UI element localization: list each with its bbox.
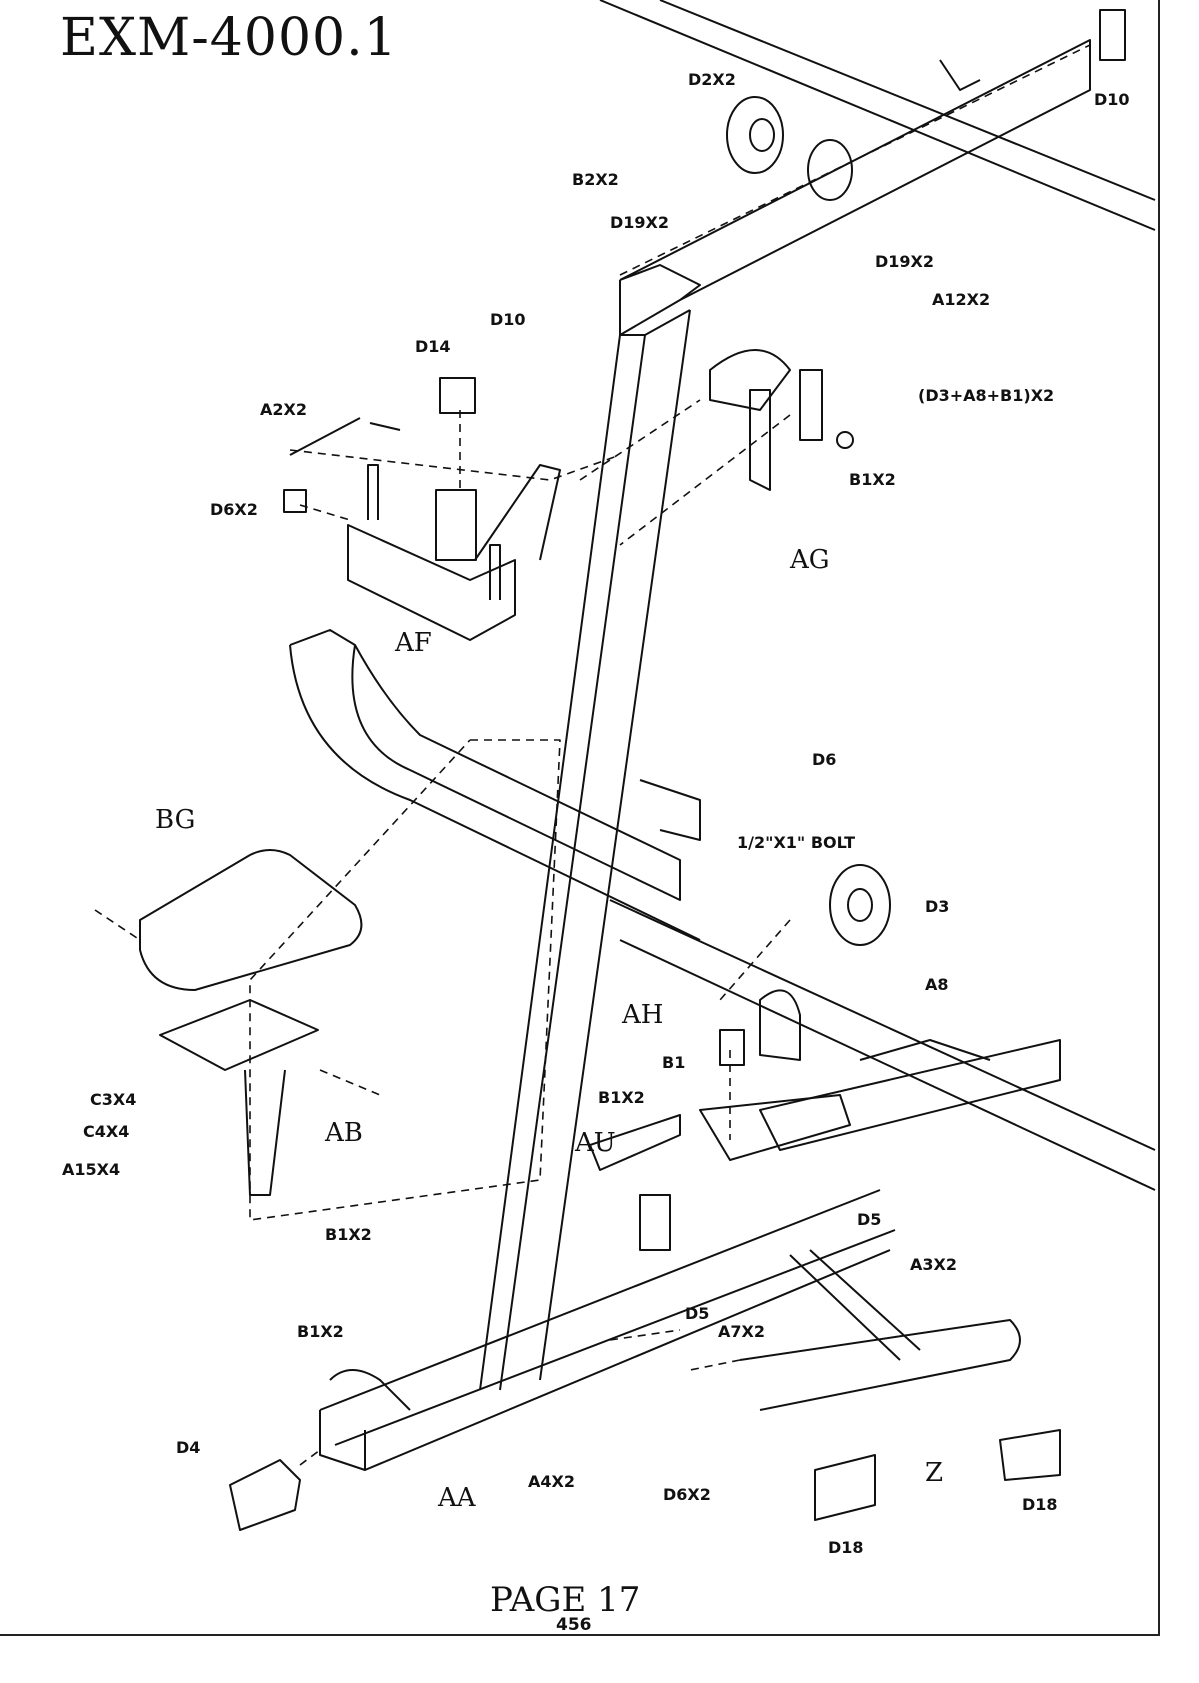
label-ag: AG (790, 545, 830, 575)
base-rail (320, 900, 1155, 1470)
label-d6: D6 (812, 750, 836, 769)
bracket-af (284, 378, 560, 640)
label-z: Z (925, 1458, 943, 1488)
label-af: AF (395, 628, 432, 658)
label-b1x2-low: B1X2 (325, 1225, 372, 1244)
label-bg: BG (155, 805, 195, 835)
label-ah: AH (622, 1000, 663, 1030)
label-d6x2-bot: D6X2 (663, 1485, 711, 1504)
pulley-d2 (727, 97, 852, 200)
label-d2x2: D2X2 (688, 70, 736, 89)
label-d19x2-b: D19X2 (875, 252, 934, 271)
label-a8: A8 (925, 975, 949, 994)
bracket-ag (710, 350, 853, 490)
label-d14: D14 (415, 337, 451, 356)
label-d19x2-a: D19X2 (610, 213, 669, 232)
label-b2x2: B2X2 (572, 170, 619, 189)
foot-roller-z (740, 1250, 1060, 1520)
label-d3-a8-b1x2: (D3+A8+B1)X2 (918, 386, 1054, 405)
sheet-number: 456 (556, 1615, 592, 1635)
label-b1x2-top: B1X2 (849, 470, 896, 489)
label-b1x2-bot: B1X2 (297, 1322, 344, 1341)
label-d10-top: D10 (1094, 90, 1130, 109)
label-d6x2-top: D6X2 (210, 500, 258, 519)
label-d10-mid: D10 (490, 310, 526, 329)
label-d3: D3 (925, 897, 949, 916)
label-aa: AA (438, 1483, 476, 1513)
label-bolt: 1/2"X1" BOLT (737, 833, 855, 852)
label-a12x2: A12X2 (932, 290, 990, 309)
label-b1x2-mid: B1X2 (598, 1088, 645, 1107)
label-a3x2: A3X2 (910, 1255, 957, 1274)
label-ab: AB (325, 1118, 363, 1148)
label-d4: D4 (176, 1438, 200, 1457)
label-a15x4: A15X4 (62, 1160, 120, 1179)
label-d5-a: D5 (857, 1210, 881, 1229)
label-a4x2: A4X2 (528, 1472, 575, 1491)
drawing-title: EXM-4000.1 (60, 8, 398, 68)
label-c4x4: C4X4 (83, 1122, 129, 1141)
assembly-lines (95, 45, 1090, 1465)
label-d18-b: D18 (828, 1538, 864, 1557)
label-c3x4: C3X4 (90, 1090, 136, 1109)
label-a2x2: A2X2 (260, 400, 307, 419)
label-a7x2: A7X2 (718, 1322, 765, 1341)
label-d18-a: D18 (1022, 1495, 1058, 1514)
pivot-assembly (590, 865, 890, 1250)
label-d5-b: D5 (685, 1304, 709, 1323)
page-footer: PAGE 17 (490, 1580, 640, 1620)
label-au: AU (575, 1128, 616, 1158)
label-b1: B1 (662, 1053, 685, 1072)
end-cap-d4 (230, 1460, 300, 1530)
top-frame (600, 0, 1155, 335)
